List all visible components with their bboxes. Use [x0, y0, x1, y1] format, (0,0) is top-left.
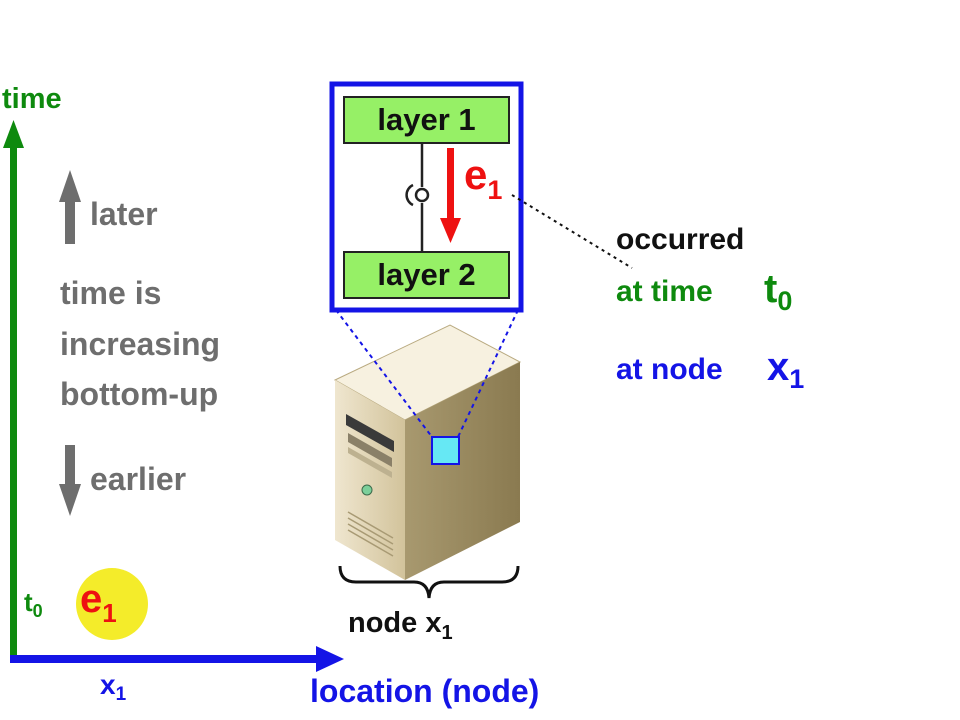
location-axis-arrowhead	[316, 646, 344, 672]
up-arrow-icon	[59, 170, 81, 244]
event-arrow-label: e1	[464, 151, 502, 205]
occurred-label: occurred	[616, 223, 744, 256]
layer-1-label: layer 1	[377, 102, 475, 137]
node-caption: node x1	[348, 607, 453, 644]
at-node-label: at node	[616, 353, 723, 386]
time-axis	[3, 120, 24, 663]
earlier-label: earlier	[90, 461, 186, 497]
later-label: later	[90, 196, 158, 232]
server-tower-icon	[333, 324, 522, 580]
layer-2-box: layer 2	[343, 251, 510, 299]
socket-connector-icon	[405, 143, 430, 252]
annotation-leader-line	[511, 194, 633, 269]
event-dot-label: e1	[80, 577, 117, 628]
zoom-projection-lines	[335, 309, 519, 438]
brace-icon	[338, 565, 520, 599]
location-axis-label: location (node)	[310, 673, 539, 709]
location-axis	[10, 646, 344, 672]
time-axis-label: time	[2, 83, 62, 115]
time-symbol: t0	[764, 267, 792, 316]
layer-2-label: layer 2	[377, 257, 475, 292]
time-axis-arrowhead	[3, 120, 24, 148]
time-direction-note: time is increasing bottom-up	[60, 275, 229, 412]
node-symbol: x1	[767, 345, 804, 394]
port-square	[431, 436, 460, 465]
event-arrow	[440, 148, 461, 243]
down-arrow-icon	[59, 445, 81, 516]
time-tick-label: t0	[24, 587, 43, 621]
layer-1-box: layer 1	[343, 96, 510, 144]
at-time-label: at time	[616, 275, 713, 308]
location-tick-label: x1	[100, 669, 127, 705]
event-dot	[76, 568, 148, 640]
